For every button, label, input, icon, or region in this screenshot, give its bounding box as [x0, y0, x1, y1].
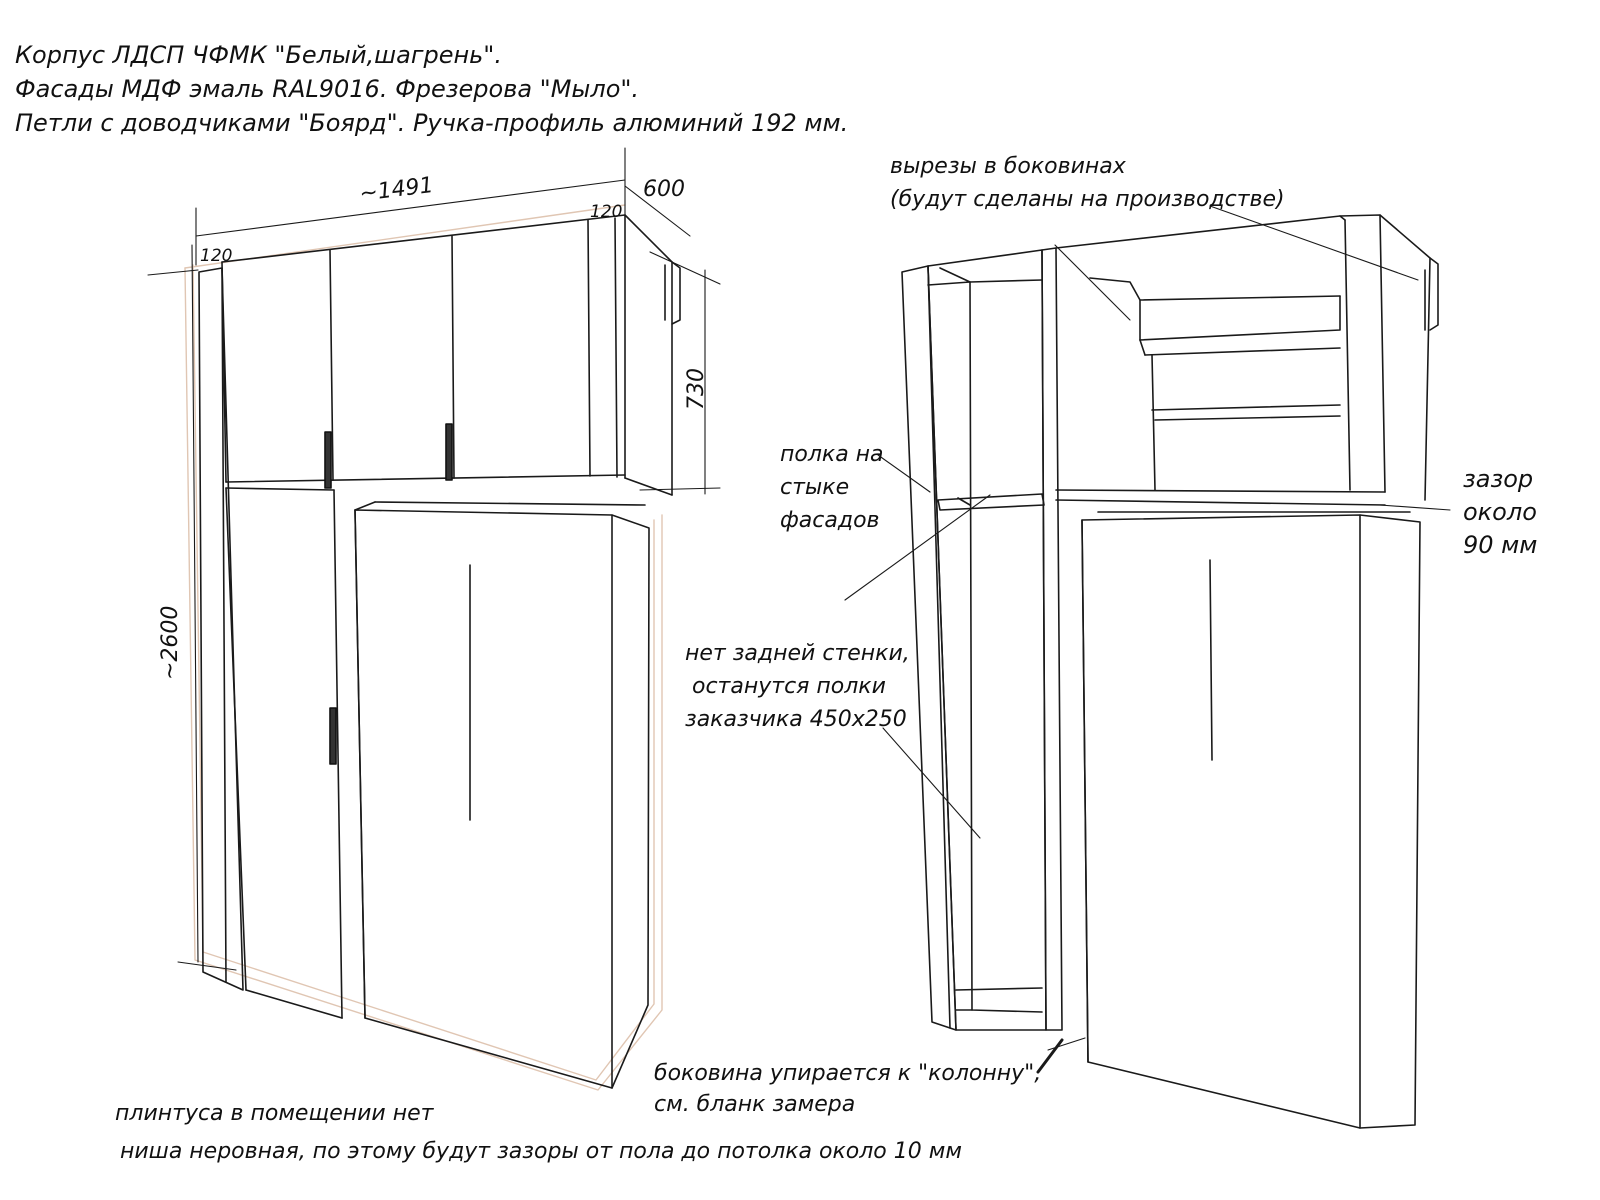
header-note-3: Петли с доводчиками "Боярд". Ручка-профи… [15, 109, 849, 137]
dim-side-right: 120 [590, 202, 623, 222]
note-no-back-3: заказчика 450х250 [685, 707, 907, 732]
note-shelf-joint-2: стыке [780, 475, 850, 500]
footer-note-1: плинтуса в помещении нет [115, 1101, 434, 1126]
dim-total-height: ~2600 [158, 605, 183, 680]
upper-cabinet [221, 214, 681, 496]
fridge-left [354, 501, 650, 1089]
handle-upper-2 [445, 423, 453, 481]
note-cutouts-1: вырезы в боковинах [890, 154, 1126, 179]
note-no-back-1: нет задней стенки, [685, 641, 910, 666]
right-view [844, 205, 1451, 1129]
left-view [147, 147, 721, 1091]
dim-upper-height: 730 [684, 368, 709, 410]
note-side-column-2: см. бланк замера [654, 1092, 856, 1117]
right-outer-side-panel [901, 265, 957, 1031]
note-cutouts-2: (будут сделаны на производстве) [890, 187, 1285, 212]
upper-open-box [1055, 214, 1439, 506]
fridge-right [1081, 511, 1421, 1129]
header-note-1: Корпус ЛДСП ЧФМК "Белый,шагрень". [15, 41, 502, 69]
dim-side-left: 120 [200, 246, 233, 266]
note-shelf-joint-3: фасадов [780, 508, 880, 533]
handle-tall [329, 707, 337, 765]
note-gap-3: 90 мм [1463, 531, 1538, 559]
dim-depth: 600 [643, 177, 685, 202]
center-divider [1041, 247, 1063, 1031]
open-column [927, 249, 1047, 1031]
dimension-lines-left [147, 147, 721, 971]
note-gap-1: зазор [1463, 465, 1534, 493]
handle-upper-1 [324, 431, 332, 489]
column-marker [1036, 1038, 1064, 1074]
header-note-2: Фасады МДФ эмаль RAL9016. Фрезерова "Мыл… [15, 75, 640, 103]
note-side-column-1: боковина упирается к "колонну", [654, 1061, 1042, 1086]
niche-wall-outline [184, 204, 663, 1091]
leader-lines [844, 205, 1451, 1051]
note-gap-2: около [1463, 498, 1537, 526]
tall-cabinet [225, 487, 343, 1019]
left-side-panel [198, 267, 244, 991]
note-shelf-joint-1: полка на [780, 442, 884, 467]
note-no-back-2: останутся полки [692, 674, 886, 699]
footer-note-2: ниша неровная, по этому будут зазоры от … [120, 1139, 962, 1164]
